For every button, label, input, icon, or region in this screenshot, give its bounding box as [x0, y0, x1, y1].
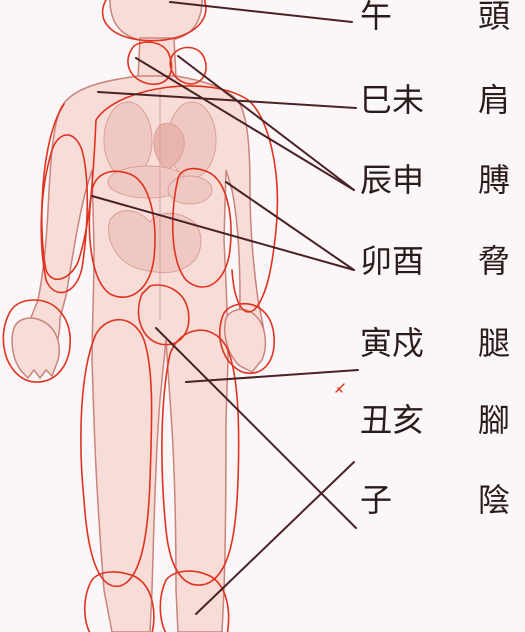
left-foot-circle — [83, 571, 155, 632]
line-siwei-shoulder — [97, 91, 357, 109]
line-chouhai — [155, 327, 357, 529]
right-foot-circle — [159, 570, 230, 632]
branch-zi: 子 — [360, 481, 393, 519]
line-maoyou-2 — [225, 181, 355, 271]
head-shape — [109, 0, 203, 41]
upper-arm-circle-left — [40, 134, 89, 294]
line-wu-head — [169, 1, 353, 23]
line-chenshen-2 — [177, 55, 355, 191]
part-foot: 腳 — [478, 401, 511, 439]
branch-chen-shen: 辰申 — [360, 161, 425, 199]
heart — [153, 122, 185, 171]
branch-si-wei: 巳未 — [360, 81, 425, 119]
right-shoulder-circle — [169, 46, 207, 85]
hands — [11, 308, 267, 380]
branch-mao-you: 卯酉 — [360, 242, 425, 280]
torso-circle — [41, 85, 279, 313]
abdomen-circle-right — [172, 167, 232, 288]
right-hand — [224, 308, 267, 373]
neck-circle — [127, 41, 173, 85]
red-annotations — [2, 0, 279, 632]
line-maoyou-1 — [91, 195, 355, 271]
line-zi — [195, 461, 355, 615]
part-upper-arm: 膊 — [478, 161, 511, 199]
branch-wu: 午 — [360, 0, 393, 35]
part-ribs: 脅 — [478, 242, 511, 280]
branch-chou-hai: 丑亥 — [360, 401, 425, 439]
left-hand — [11, 317, 60, 380]
right-leg-circle — [161, 329, 240, 586]
stomach — [167, 175, 213, 205]
part-head: 頭 — [478, 0, 511, 35]
head-circle — [101, 0, 207, 42]
branch-yin-xu: 寅戍 — [360, 324, 425, 362]
left-hand-circle — [2, 299, 71, 383]
right-hand-circle — [219, 303, 275, 375]
part-thigh: 腿 — [478, 324, 511, 362]
connector-lines — [91, 1, 359, 615]
part-genital: 陰 — [478, 481, 511, 519]
line-yinxu — [185, 369, 359, 383]
left-leg-circle — [80, 318, 153, 588]
pen-mark — [335, 383, 345, 393]
part-shoulder: 肩 — [478, 81, 511, 119]
line-chenshen-1 — [135, 57, 355, 191]
abdomen-circle-left — [88, 170, 156, 298]
